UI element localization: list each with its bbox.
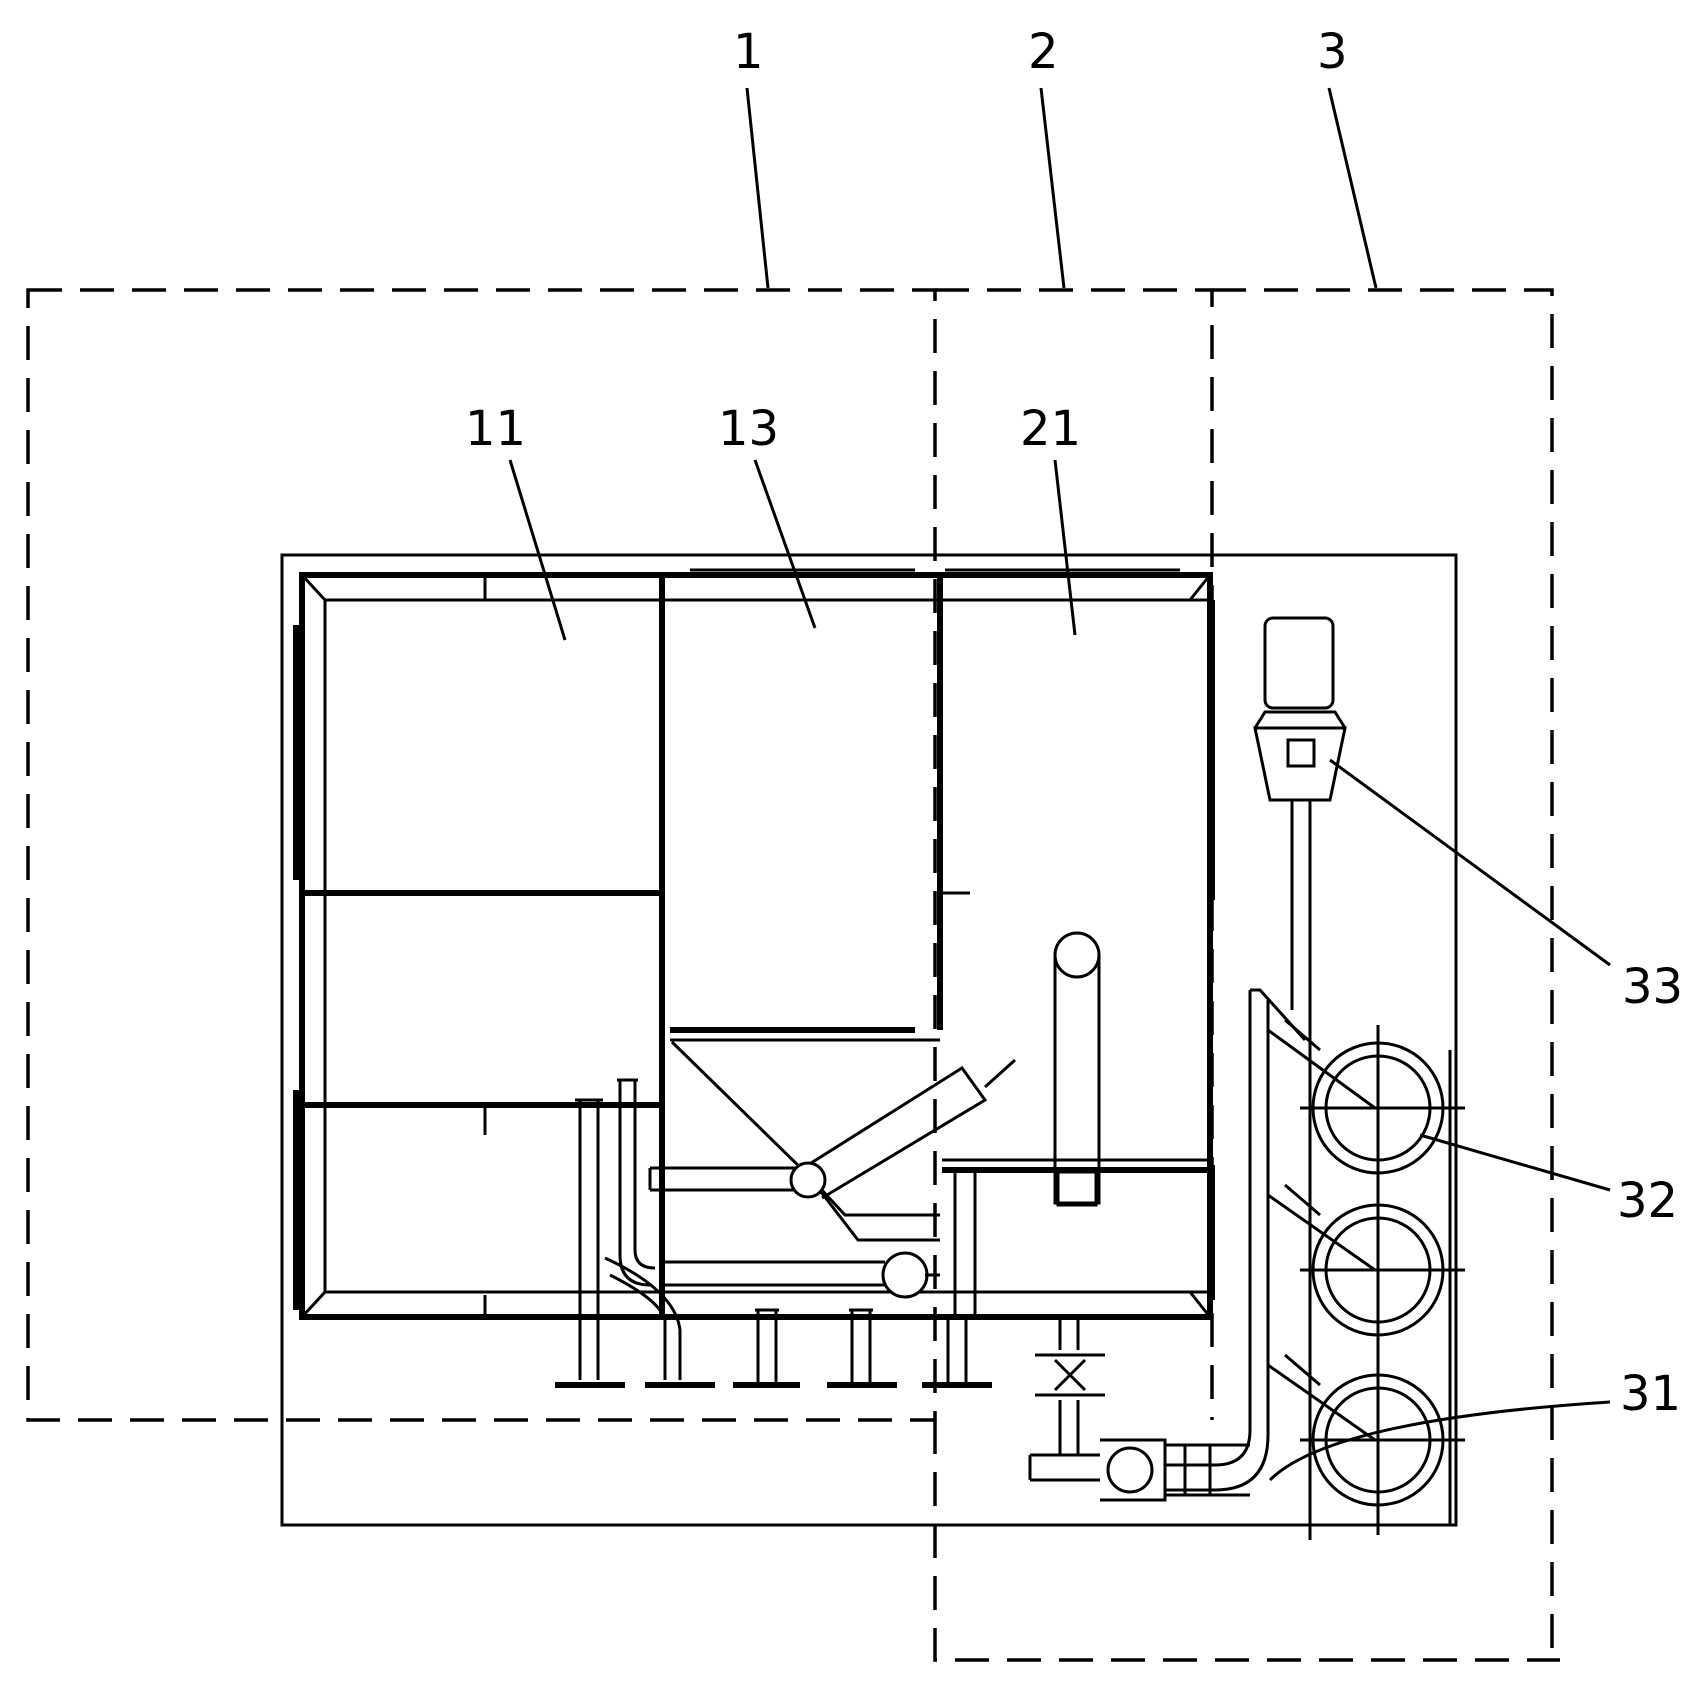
filter-diagonals <box>1267 1018 1376 1442</box>
foot-posts <box>755 1308 968 1385</box>
standpipe-a <box>575 1098 603 1380</box>
label-21: 21 <box>1020 401 1081 457</box>
tank-inner-wall <box>323 598 1212 1294</box>
motor-33-coupling <box>1286 738 1316 768</box>
leader-3 <box>1327 87 1378 289</box>
zone-1-boundary <box>26 288 937 1422</box>
motor-33-shaft <box>1290 800 1312 1010</box>
zone-3-boundary <box>1212 288 1554 1660</box>
leader-21 <box>1053 459 1077 636</box>
label-32: 32 <box>1617 1173 1678 1229</box>
pump-13 <box>881 1251 929 1299</box>
drain-valve <box>1028 1320 1105 1482</box>
zone-2-boundary <box>933 288 1560 1662</box>
label-33: 33 <box>1622 959 1683 1015</box>
cap-tube-base <box>1056 1170 1098 1207</box>
label-13: 13 <box>718 401 779 457</box>
cap-tube-head <box>1053 931 1101 979</box>
standpipe-c <box>604 1256 682 1380</box>
tank-bevels <box>300 573 1212 1319</box>
hopper-outline <box>670 1038 940 1242</box>
top-tabs <box>483 568 1180 1317</box>
horizontal-feed-pipe <box>648 1166 795 1192</box>
basin-21-stand <box>953 1170 977 1317</box>
filter-side-pipe <box>1308 1010 1452 1540</box>
leader-31 <box>1268 1400 1611 1482</box>
valve-31-body <box>1100 1438 1250 1502</box>
leader-11 <box>508 459 567 641</box>
leader-33 <box>1329 758 1611 967</box>
filter-units-32 <box>1267 1010 1465 1540</box>
leader-2 <box>1039 87 1066 289</box>
header-pipe-31 <box>1165 988 1307 1492</box>
motor-33-mount <box>1253 710 1347 802</box>
label-3: 3 <box>1317 24 1348 80</box>
label-11: 11 <box>465 401 526 457</box>
pump-13-pipe <box>660 1260 940 1287</box>
label-1: 1 <box>733 24 764 80</box>
leader-13 <box>753 459 817 629</box>
label-31: 31 <box>1620 1366 1681 1422</box>
filter-cross-axes <box>1300 1106 1465 1442</box>
equipment-frame <box>280 553 1458 1527</box>
valve-31 <box>1106 1446 1154 1494</box>
standpipe-b <box>617 1078 656 1287</box>
label-2: 2 <box>1028 24 1059 80</box>
leader-32 <box>1419 1133 1611 1192</box>
feeder-joint <box>789 1161 827 1199</box>
leader-1 <box>745 87 770 289</box>
cap-tube <box>1053 953 1101 1205</box>
inclined-feeder <box>799 1058 1017 1200</box>
motor-33 <box>1263 616 1335 710</box>
